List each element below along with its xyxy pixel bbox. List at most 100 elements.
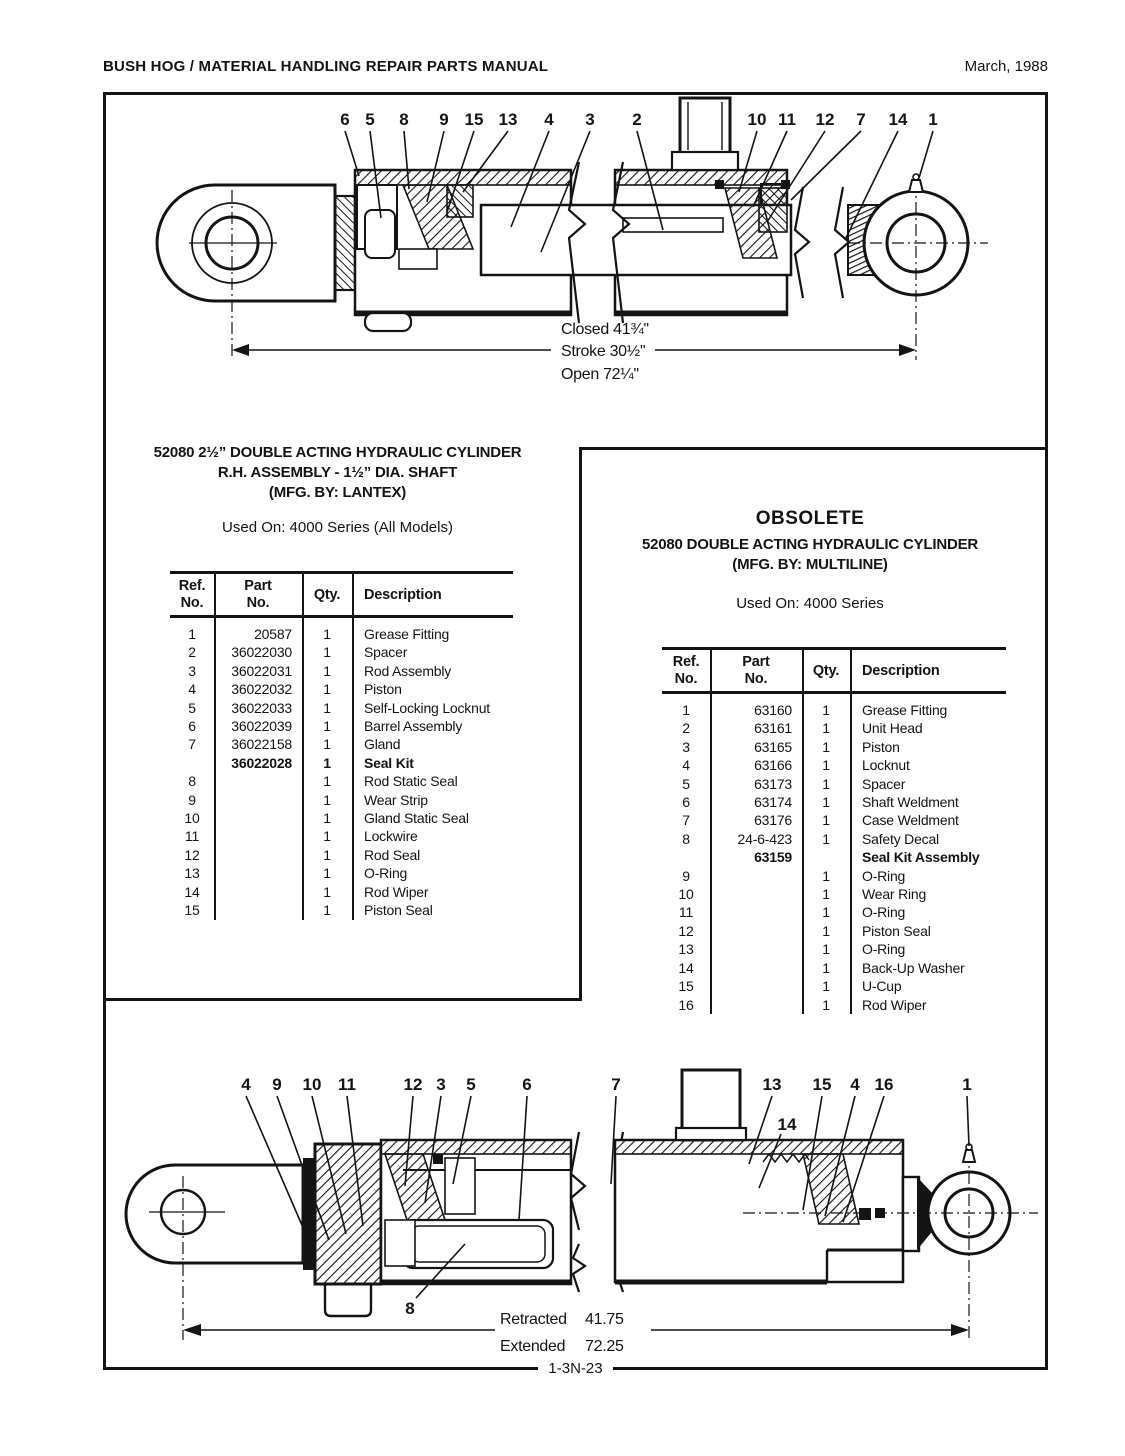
lantex-title-line1: 52080 2½” DOUBLE ACTING HYDRAULIC CYLIND… [153,444,522,461]
callout-label: 2 [632,110,641,129]
callout-label: 1 [962,1075,971,1094]
cell-qty: 1 [822,738,830,755]
footer: 1-3N-23 [103,1360,1048,1378]
column-separator [850,647,852,1014]
cell-part: 36022158 [231,736,292,753]
cell-ref: 7 [188,736,196,753]
bottom-callouts: 4 9 10 11 12 3 5 6 7 13 14 15 4 16 1 8 [241,1075,971,1318]
issue-date: March, 1988 [964,58,1048,75]
lantex-title-line3: (MFG. BY: LANTEX) [268,484,407,501]
cell-qty: 1 [822,702,830,718]
cell-ref: 6 [188,718,196,735]
cylinder-cutaway-drawing [124,1068,1038,1340]
manual-title: BUSH HOG / MATERIAL HANDLING REPAIR PART… [103,58,549,75]
dim-open: Open 72¼'' [561,366,639,383]
dim-closed: Closed 41¾'' [561,321,649,338]
cell-ref: 5 [682,775,690,792]
callout-label: 10 [303,1075,322,1094]
cell-description: Lockwire [364,828,418,845]
cell-description: Piston Seal [364,902,433,919]
cell-qty: 1 [822,886,830,903]
lantex-title: 52080 2½” DOUBLE ACTING HYDRAULIC CYLIND… [135,443,540,503]
cell-description: Piston [862,738,900,755]
column-separator [352,571,354,920]
cell-qty: 1 [822,978,830,995]
cell-qty [802,848,850,866]
cell-description: Gland Static Seal [364,810,469,827]
column-separator [302,571,304,920]
cell-ref: 14 [678,959,694,976]
cell-qty: 1 [822,959,830,976]
callout-label: 15 [465,110,484,129]
callout-label: 3 [585,110,594,129]
cell-ref [170,754,214,772]
cell-part: 63166 [754,757,792,774]
table-row: 63159 Seal Kit Assembly [662,848,1006,866]
cell-part [710,867,802,885]
cell-ref: 10 [184,810,200,827]
cell-part [710,885,802,903]
cell-description: Rod Seal [364,846,420,863]
cell-part [214,864,302,882]
cell-description: Grease Fitting [364,626,450,642]
divider-bottom-left [103,998,582,1001]
cell-part: 20587 [254,626,292,642]
cell-qty: 1 [323,865,331,882]
cell-part [710,977,802,995]
cell-part [710,996,802,1014]
cell-ref: 13 [678,941,694,958]
cell-description: U-Cup [862,978,902,995]
divider-top-right [580,447,1048,450]
cell-ref: 15 [678,978,694,995]
table-row: 15 1 U-Cup [662,977,1006,995]
cell-description: O-Ring [862,941,906,958]
cell-ref: 12 [184,846,200,863]
cell-part: 36022039 [231,718,292,735]
cell-qty: 1 [323,662,331,679]
cell-ref: 2 [188,644,196,661]
cell-qty: 1 [323,791,331,808]
cell-part: 63176 [754,812,792,829]
cell-description: Safety Decal [862,830,939,847]
dim-extended-value: 72.25 [585,1338,624,1355]
cell-description: Seal Kit Assembly [862,849,980,866]
callout-label: 14 [778,1115,797,1134]
col-header-ref: Ref.No. [672,654,700,687]
cell-part: 63160 [754,702,792,718]
callout-label: 8 [405,1299,414,1318]
col-header-description: Description [862,662,940,679]
dimension-line [232,344,916,356]
cell-part: 63173 [754,775,792,792]
cell-part [214,846,302,864]
cell-part: 63159 [754,849,792,866]
col-header-qty: Qty. [812,662,840,679]
callout-label: 6 [340,110,349,129]
cell-description: Rod Wiper [862,996,927,1013]
cell-qty: 1 [323,773,331,790]
callout-label: 4 [241,1075,251,1094]
cell-description: O-Ring [862,904,906,921]
dim-stroke: Stroke 30½'' [561,343,646,360]
cell-qty: 1 [822,996,830,1013]
cell-qty: 1 [822,794,830,811]
